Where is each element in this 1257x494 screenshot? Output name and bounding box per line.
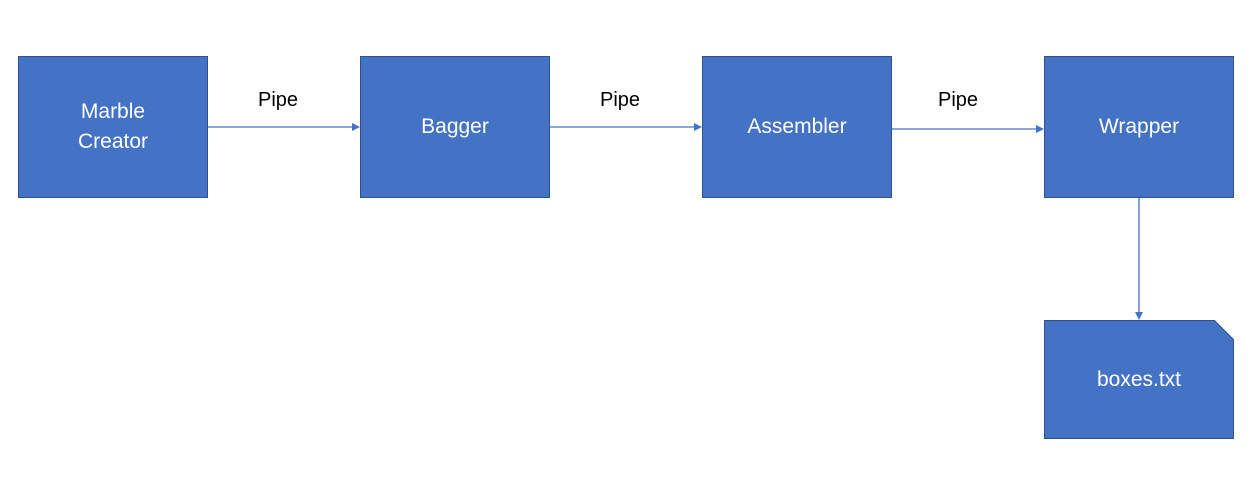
- node-label: Marble Creator: [77, 100, 149, 153]
- node-label: Wrapper: [1098, 115, 1180, 138]
- node-label: Assembler: [747, 115, 847, 138]
- node-boxes-file: boxes.txt: [1044, 320, 1234, 439]
- node-wrapper: Wrapper: [1044, 56, 1234, 198]
- node-label: boxes.txt: [1096, 367, 1182, 391]
- edge-label-pipe-1: Pipe: [258, 89, 299, 111]
- document-file-icon: [1044, 320, 1234, 439]
- node-label: Bagger: [421, 115, 489, 138]
- node-assembler: Assembler: [702, 56, 892, 198]
- edge-label-pipe-2: Pipe: [600, 89, 641, 111]
- edge-label-pipe-3: Pipe: [938, 89, 979, 111]
- node-bagger: Bagger: [360, 56, 550, 198]
- node-marble-creator: Marble Creator: [18, 56, 208, 198]
